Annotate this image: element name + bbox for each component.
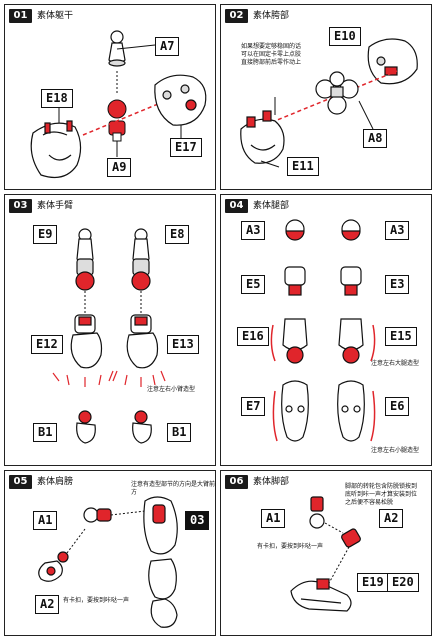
panel-step-04: 04 素体腿部 (220, 194, 432, 466)
assembly-note: 注意左右小臂造型 (147, 386, 196, 393)
shin-part-e6 (337, 380, 365, 442)
part-label: E5 (241, 275, 266, 294)
part-label: E20 (387, 573, 419, 592)
torso-part-e18 (30, 120, 82, 178)
panel-title: 素体胯部 (253, 11, 290, 21)
hip-part-e11 (240, 110, 285, 164)
part-label: A1 (33, 511, 58, 530)
part-label: A2 (379, 509, 404, 528)
ankle-cap-part-a2 (341, 528, 361, 548)
part-label: E11 (287, 157, 319, 176)
upper-arm-part-e9 (75, 228, 95, 291)
panel-step-03: 03 素体手臂 (4, 194, 216, 466)
shin-part-e7 (281, 380, 309, 442)
part-label: E18 (41, 89, 73, 108)
step-number: 02 (225, 9, 248, 23)
part-label: A2 (35, 595, 60, 614)
ankle-joint-part-a1 (309, 496, 325, 529)
part-label: E16 (237, 327, 269, 346)
panel-title: 素体腿部 (253, 201, 290, 211)
part-label: E10 (329, 27, 361, 46)
motion-lines (52, 370, 114, 387)
assembly-note: 脚部的转轮包含防脱锁按到 底听到咔一声才算安装到位 之后便不容易松脱 (345, 483, 417, 507)
part-label: E12 (31, 335, 63, 354)
part-label: A7 (155, 37, 180, 56)
hip-ball-part-a3 (341, 219, 361, 241)
shoulder-cap-part-a2 (38, 551, 69, 582)
panel-step-06: 06 素体脚部 A1 A2 E19 E20 脚部的转轮包含防脱锁按到 底听到咔一… (220, 470, 432, 636)
panel-title: 素体躯干 (37, 11, 74, 21)
step-number: 01 (9, 9, 32, 23)
assembly-note: 如果想要定够稳固的话 可以在固定卡零上点胶 直接胯部前后零作动上 (241, 43, 301, 67)
upper-arm-assembly (143, 496, 178, 628)
part-label: E13 (167, 335, 199, 354)
hand-part-b1 (76, 410, 96, 444)
part-label: E7 (241, 397, 266, 416)
panel-title: 素体脚部 (253, 477, 290, 487)
joint-part-a8 (315, 71, 359, 115)
step-number: 05 (9, 475, 32, 489)
part-label: E8 (165, 225, 190, 244)
arm-assembly-illustration (52, 228, 166, 444)
step-number: 06 (225, 475, 248, 489)
part-label: B1 (167, 423, 192, 442)
step-reference-label: 03 (185, 511, 210, 530)
panel-title: 素体肩膀 (37, 477, 74, 487)
torso-part-e17 (154, 74, 207, 126)
panel-step-05: 05 素体肩膀 A1 03 A2 注意有造型部节的方向是大臂前方 (4, 470, 216, 636)
forearm-part-e13 (126, 314, 159, 369)
note-line: 底听到咔一声才算安装到位 (345, 491, 418, 498)
assembly-note: 有卡扣，要按到咔哒一声 (63, 597, 130, 604)
panel-step-01: 01 素体躯干 (4, 4, 216, 190)
part-label: E9 (33, 225, 58, 244)
step-number: 04 (225, 199, 248, 213)
upper-arm-part-e8 (131, 228, 151, 291)
thigh-joint-part-e3 (340, 266, 362, 296)
connector-part-a9 (107, 99, 127, 142)
shoulder-assembly-illustration (38, 496, 178, 628)
hip-part-e10 (367, 38, 418, 85)
thigh-part-e16 (282, 318, 308, 364)
part-label: E3 (385, 275, 410, 294)
note-line: 之后便不容易松脱 (345, 499, 394, 506)
part-label: A3 (385, 221, 410, 240)
part-label: A9 (107, 158, 132, 177)
note-line: 脚部的转轮包含防脱锁按到 (345, 483, 418, 490)
part-label: A8 (363, 129, 388, 148)
part-label: B1 (33, 423, 58, 442)
panel-step-02: 02 素体胯部 (220, 4, 432, 190)
thigh-part-e15 (338, 318, 364, 364)
leg-assembly-illustration (270, 219, 376, 442)
foot-assembly-illustration (290, 496, 361, 612)
part-label: E19 (357, 573, 389, 592)
hand-part-b1 (132, 410, 152, 444)
part-label: A3 (241, 221, 266, 240)
assembly-note: 有卡扣，要按到咔哒一声 (257, 543, 324, 550)
assembly-note: 注意左右小腿造型 (371, 447, 420, 454)
torso-assembly-illustration (30, 30, 207, 178)
note-line: 可以在固定卡零上点胶 (241, 51, 302, 58)
motion-lines (112, 370, 166, 387)
hip-ball-part-a3 (285, 219, 305, 241)
part-label: E15 (385, 327, 417, 346)
assembly-note: 注意左右大腿造型 (371, 360, 420, 367)
hip-assembly-illustration (240, 38, 418, 168)
part-label: E6 (385, 397, 410, 416)
panel-title: 素体手臂 (37, 201, 74, 211)
shoulder-joint-part-a1 (83, 507, 112, 523)
assembly-note: 注意有造型部节的方向是大臂前方 (131, 481, 216, 496)
note-line: 直接胯部前后零作动上 (241, 59, 302, 66)
note-line: 如果想要定够稳固的话 (241, 43, 302, 50)
step-number: 03 (9, 199, 32, 213)
forearm-part-e12 (70, 314, 103, 369)
part-label: E17 (170, 138, 202, 157)
thigh-joint-part-e5 (284, 266, 306, 296)
part-label: A1 (261, 509, 286, 528)
foot-part-e19-e20 (290, 578, 352, 612)
shape-hint-lines (270, 324, 376, 442)
